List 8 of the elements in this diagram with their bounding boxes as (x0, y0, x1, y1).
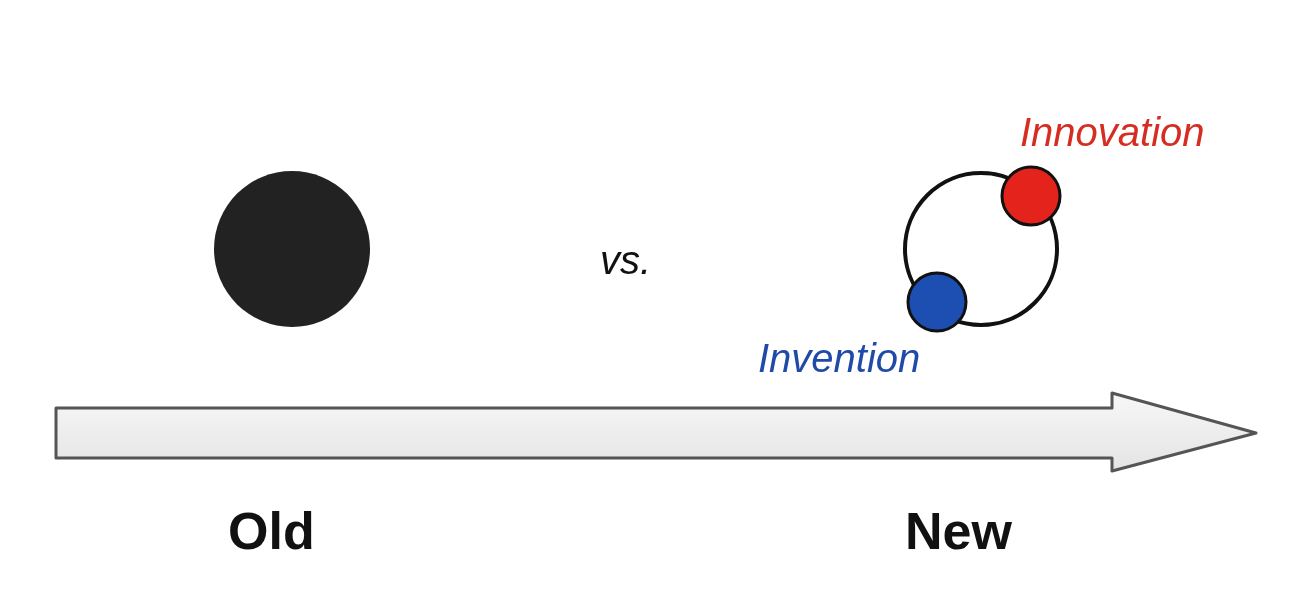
node-caption: Invention (758, 338, 921, 378)
dot (1000, 165, 1062, 227)
vs-label: vs. (600, 240, 652, 280)
node-caption: Innovation (1020, 112, 1205, 152)
axis-label: New (905, 505, 1012, 557)
dot (906, 271, 968, 333)
axis-label: Old (228, 505, 315, 557)
solid-circle (214, 171, 370, 327)
